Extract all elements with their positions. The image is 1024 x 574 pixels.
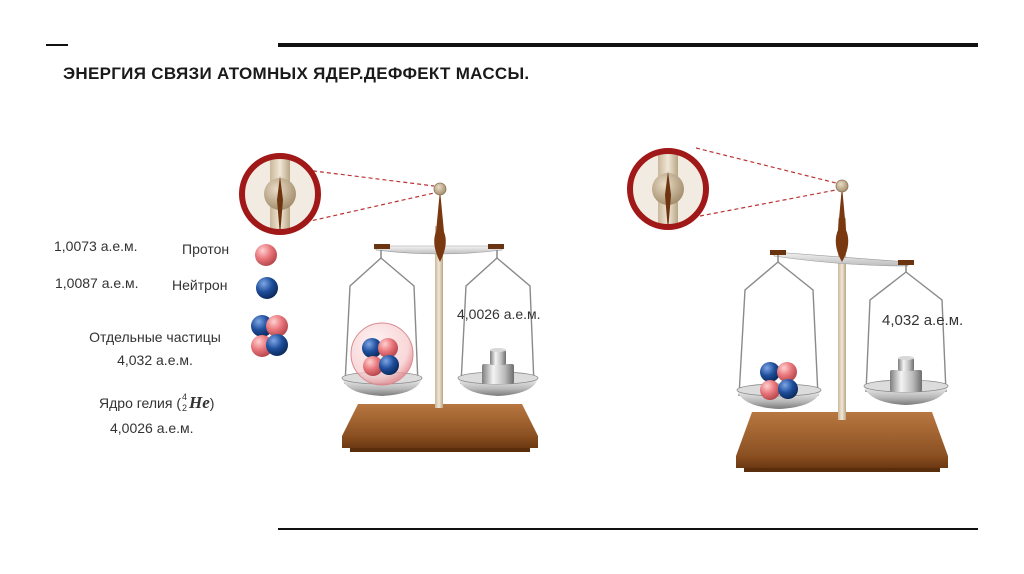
neutron-icon [256, 277, 278, 299]
helium-label-close: ) [209, 395, 215, 411]
helium-mass-label: 4,0026 а.е.м. [110, 420, 194, 436]
magnifier-right [627, 147, 837, 230]
separate-particles-label: Отдельные частицы [89, 329, 221, 345]
proton-mass-label: 1,0073 а.е.м. [54, 238, 138, 254]
left-weight-label: 4,0026 а.е.м. [457, 306, 541, 322]
slide-title: ЭНЕРГИЯ СВЯЗИ АТОМНЫХ ЯДЕР.ДЕФФЕКТ МАССЫ… [63, 64, 530, 83]
header-rule-short [46, 44, 68, 46]
magnifier-left [239, 153, 435, 235]
right-scale [736, 179, 949, 472]
proton-label: Протон [182, 241, 230, 257]
helium-mass-number: 4 [181, 392, 187, 403]
helium-label-text: Ядро гелия ( [99, 395, 181, 411]
footer-rule [278, 528, 978, 530]
helium-atomic-number: 2 [181, 403, 187, 414]
neutron-label: Нейтрон [172, 277, 228, 293]
right-weight-label: 4,032 а.е.м. [882, 312, 964, 329]
separate-particles-icon [251, 315, 288, 357]
separate-particles-mass: 4,032 а.е.м. [117, 352, 193, 368]
header-rule [278, 43, 978, 47]
proton-icon [255, 244, 277, 266]
left-scale [341, 182, 539, 452]
neutron-mass-label: 1,0087 а.е.м. [55, 275, 139, 291]
helium-symbol: He [188, 393, 210, 412]
